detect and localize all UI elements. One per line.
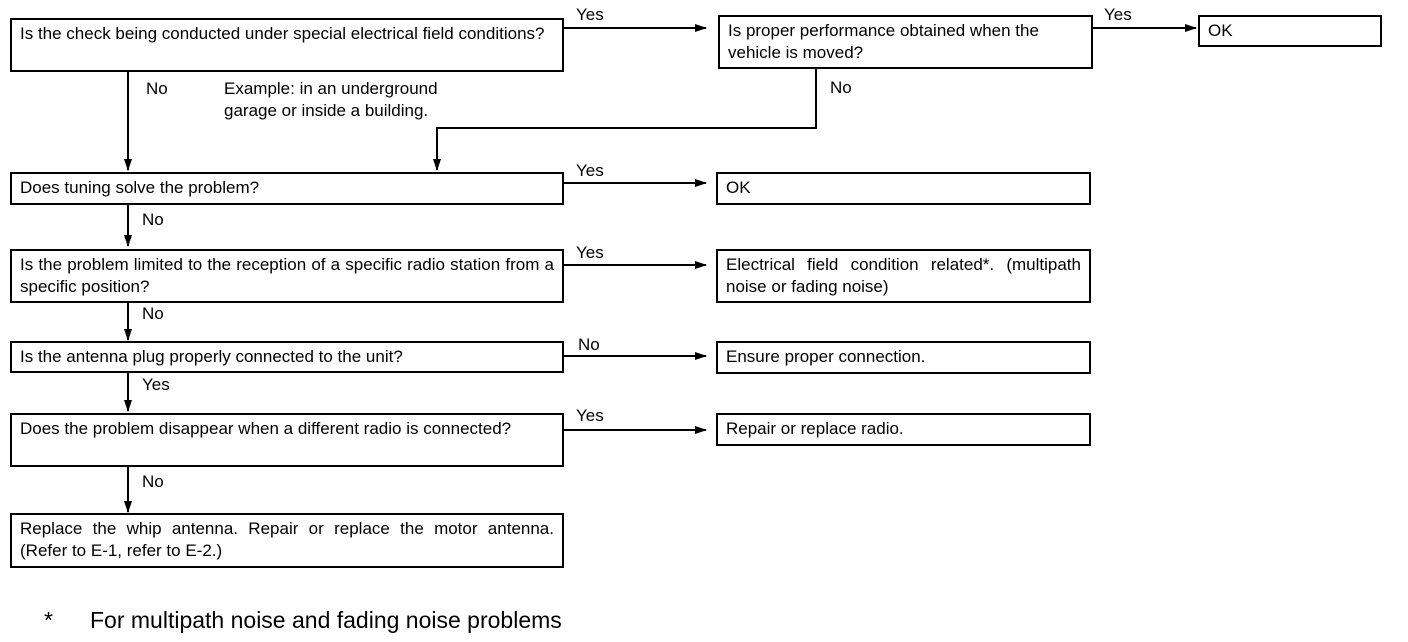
label-q2-yes: Yes [1104,5,1132,24]
question-electrical-field-text: Is the check being conducted under speci… [20,24,545,43]
result-repair-radio-text: Repair or replace radio. [726,419,904,438]
question-specific-station-text: Is the problem limited to the reception … [20,255,554,296]
question-vehicle-moved-text: Is proper performance obtained when the … [728,21,1039,62]
question-different-radio-text: Does the problem disappear when a differ… [20,419,512,438]
label-q5-yes: Yes [142,375,170,394]
result-ok-tuning: OK [716,172,1091,205]
question-tuning-text: Does tuning solve the problem? [20,178,260,197]
label-q4-no: No [142,304,164,323]
question-antenna-plug-text: Is the antenna plug properly connected t… [20,347,403,366]
label-q5-no: No [578,335,600,354]
label-q3-no: No [142,210,164,229]
question-specific-station: Is the problem limited to the reception … [10,249,564,303]
label-q1-yes: Yes [576,5,604,24]
label-q6-yes: Yes [576,406,604,425]
question-electrical-field: Is the check being conducted under speci… [10,18,564,72]
example-note-line2: garage or inside a building. [224,101,429,120]
question-vehicle-moved: Is proper performance obtained when the … [718,15,1093,69]
example-note-line1: Example: in an underground [224,79,438,98]
result-ok-tuning-text: OK [726,178,751,197]
result-ensure-connection-text: Ensure proper connection. [726,347,926,366]
result-field-condition-text: Electrical field condition related*. (mu… [726,255,1081,296]
result-ok-moved-text: OK [1208,21,1233,40]
result-repair-radio: Repair or replace radio. [716,413,1091,446]
result-ensure-connection: Ensure proper connection. [716,341,1091,374]
result-replace-antenna-text: Replace the whip antenna. Repair or repl… [20,519,554,560]
question-antenna-plug: Is the antenna plug properly connected t… [10,341,564,373]
footnote: * For multipath noise and fading noise pr… [44,606,562,634]
footnote-marker: * [44,607,53,633]
label-q6-no: No [142,472,164,491]
result-ok-moved: OK [1198,15,1382,47]
arrow-q2-no [433,68,817,171]
result-field-condition: Electrical field condition related*. (mu… [716,249,1091,303]
label-q4-yes: Yes [576,243,604,262]
result-replace-antenna: Replace the whip antenna. Repair or repl… [10,513,564,568]
label-q1-no: No [146,79,168,98]
label-q2-no: No [830,78,852,97]
question-different-radio: Does the problem disappear when a differ… [10,413,564,467]
label-q3-yes: Yes [576,161,604,180]
question-tuning: Does tuning solve the problem? [10,172,564,205]
footnote-text: For multipath noise and fading noise pro… [90,607,562,633]
